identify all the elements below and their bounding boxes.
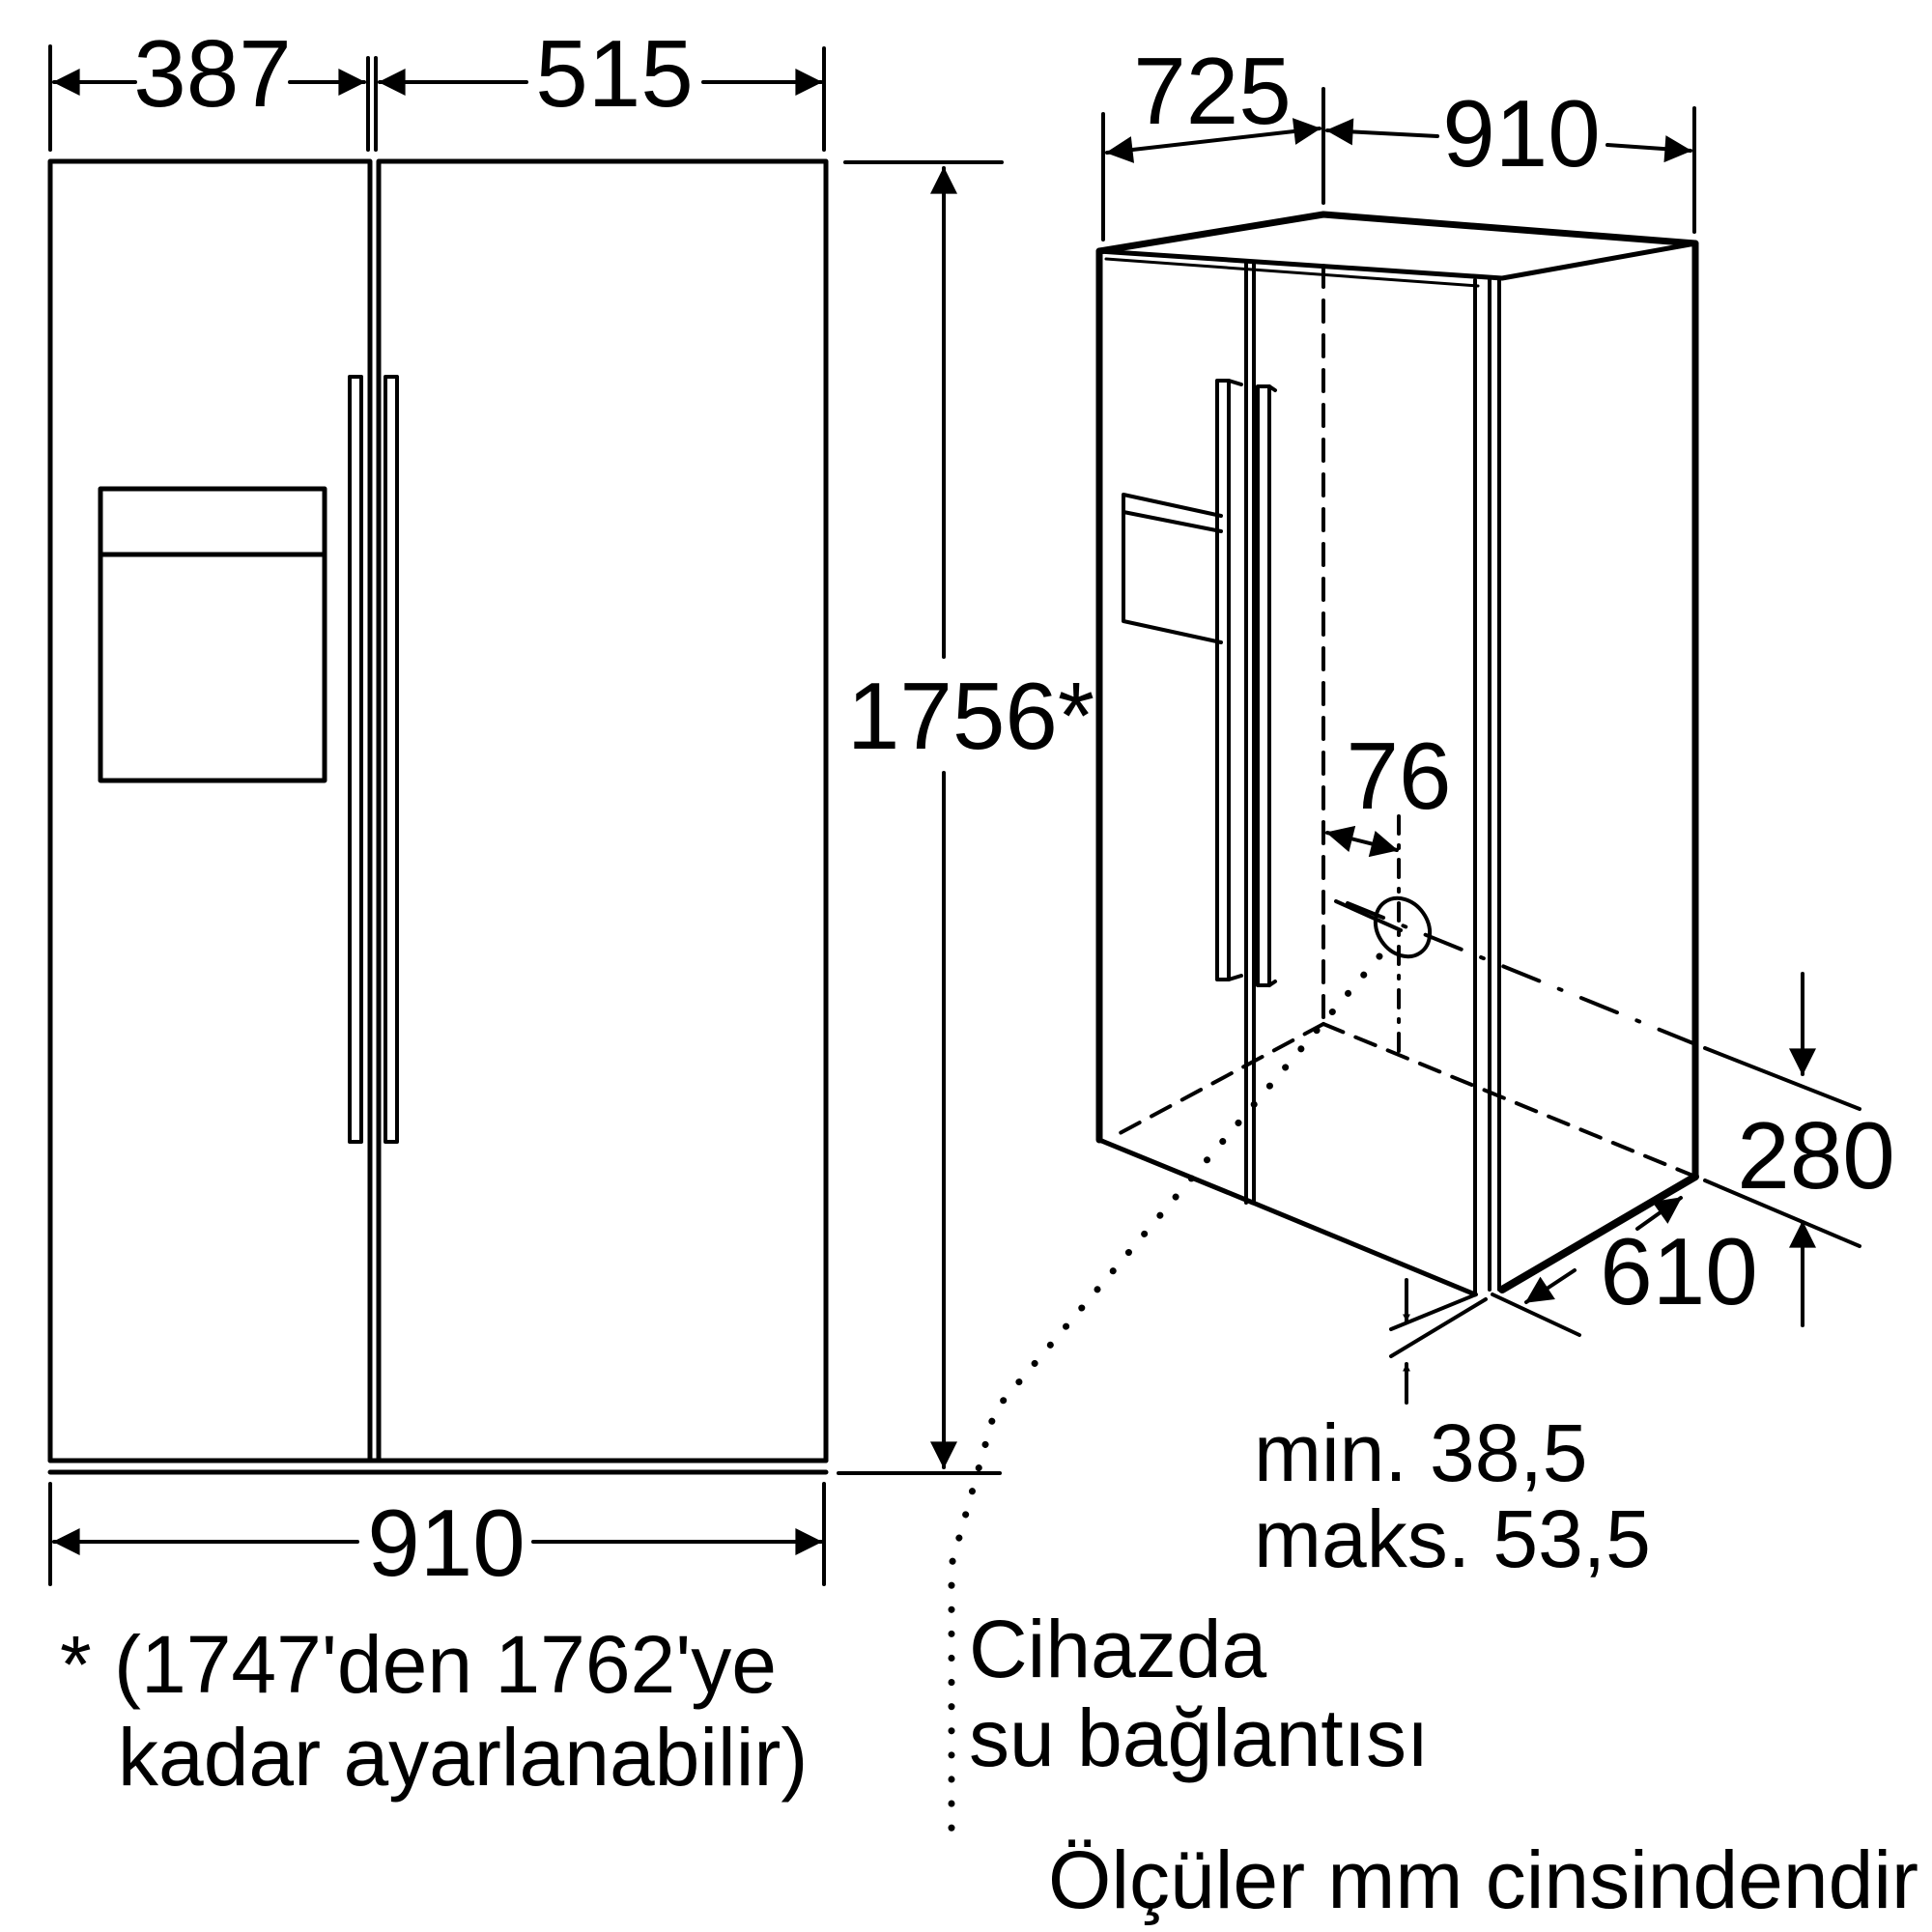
height-footnote-line1: * (1747'den 1762'ye xyxy=(60,1619,777,1710)
dispenser xyxy=(98,486,327,783)
dim-left-door-width: 387 xyxy=(133,20,292,127)
right-door xyxy=(376,158,829,1463)
dim-total-width: 910 xyxy=(367,1490,526,1596)
isometric-view: 725 910 76 280 610 min. 38,5 maks. 53,5 xyxy=(948,38,1895,1839)
front-view: 387 515 1756* 910 xyxy=(47,20,1094,1596)
dim-depth: 725 xyxy=(1133,38,1292,144)
iso-dispenser xyxy=(1122,493,1223,644)
dim-water-offset: 76 xyxy=(1346,723,1451,829)
dim-right-door-width: 515 xyxy=(535,20,694,127)
dim-width-iso: 910 xyxy=(1442,80,1601,186)
gap-min: min. 38,5 xyxy=(1254,1407,1588,1498)
dim-body-depth: 610 xyxy=(1600,1218,1758,1324)
iso-door-handles xyxy=(1215,379,1277,987)
water-connection-line2: su bağlantısı xyxy=(969,1692,1429,1783)
door-handles xyxy=(348,375,399,1144)
top-face xyxy=(1095,211,1699,255)
side-bottom-edge xyxy=(1498,1173,1699,1293)
water-connection-icon xyxy=(1373,895,1433,959)
gap-max: maks. 53,5 xyxy=(1254,1493,1651,1584)
notes: * (1747'den 1762'ye kadar ayarlanabilir)… xyxy=(60,1604,1918,1925)
water-connection-line1: Cihazda xyxy=(969,1604,1266,1694)
dim-height: 1756* xyxy=(847,663,1094,769)
height-footnote-line2: kadar ayarlanabilir) xyxy=(118,1712,808,1803)
left-door xyxy=(47,158,373,1463)
dim-water-height: 280 xyxy=(1737,1102,1895,1208)
units-note: Ölçüler mm cinsindendir xyxy=(1048,1834,1918,1925)
